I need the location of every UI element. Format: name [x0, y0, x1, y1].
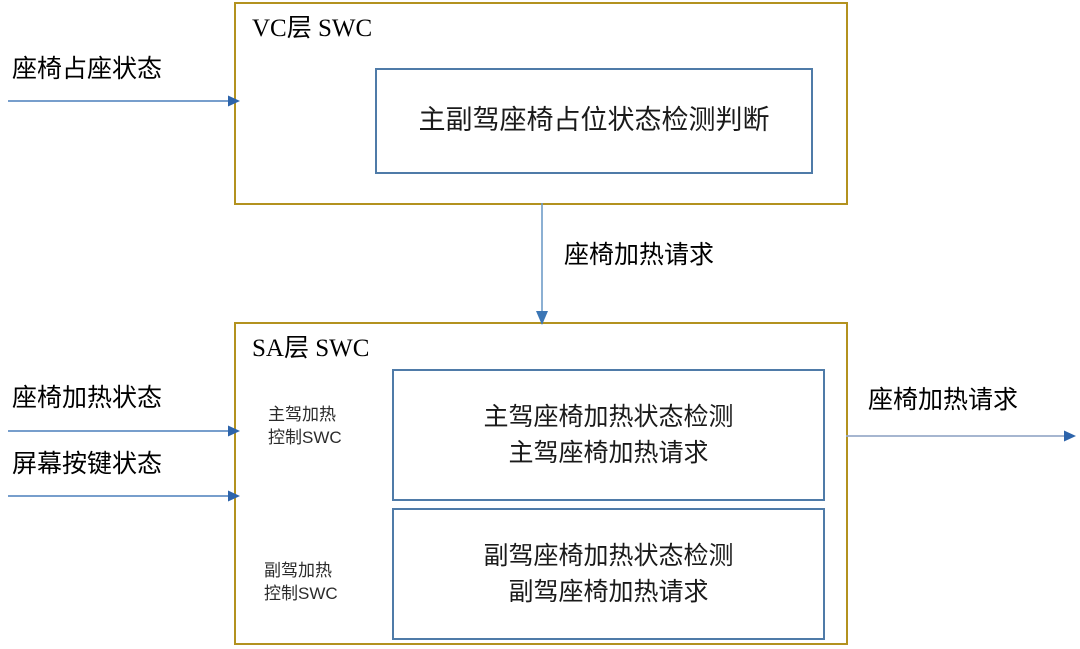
seat-occupancy-state-arrow-icon — [8, 94, 240, 108]
passenger-heat-control-swc-label-line2: 控制SWC — [264, 583, 338, 603]
seat-heat-state-arrow-icon — [8, 424, 240, 438]
passenger-seat-heat-request-text: 副驾座椅加热请求 — [508, 578, 709, 606]
seat-occupancy-detection-text: 主副驾座椅占位状态检测判断 — [418, 105, 770, 136]
driver-heat-control-swc-label: 主驾加热 控制SWC — [268, 404, 342, 450]
driver-seat-heat-block: 主驾座椅加热状态检测 主驾座椅加热请求 — [392, 369, 825, 501]
seat-occupancy-detection-block: 主副驾座椅占位状态检测判断 — [375, 68, 813, 174]
seat-heat-state-signal-label: 座椅加热状态 — [12, 384, 163, 412]
passenger-seat-heat-state-text: 副驾座椅加热状态检测 — [483, 541, 734, 570]
screen-button-state-signal-label: 屏幕按键状态 — [12, 450, 163, 478]
driver-seat-heat-request-text: 主驾座椅加热请求 — [508, 439, 709, 467]
driver-seat-heat-state-text: 主驾座椅加热状态检测 — [483, 402, 734, 431]
screen-button-state-arrow-icon — [8, 489, 240, 503]
seat-heat-request-output-arrow-icon — [846, 429, 1076, 443]
seat-occupancy-state-signal-label: 座椅占座状态 — [12, 55, 163, 83]
sa-layer-title: SA层 SWC — [252, 335, 370, 362]
driver-heat-control-swc-label-line2: 控制SWC — [268, 427, 342, 447]
passenger-seat-heat-block: 副驾座椅加热状态检测 副驾座椅加热请求 — [392, 508, 825, 640]
seat-heat-request-internal-signal-label: 座椅加热请求 — [564, 241, 715, 269]
vc-layer-title: VC层 SWC — [252, 15, 373, 42]
seat-heat-request-output-signal-label: 座椅加热请求 — [868, 386, 1019, 414]
seat-heat-request-internal-arrow-icon — [534, 203, 550, 325]
passenger-heat-control-swc-label: 副驾加热 控制SWC — [264, 560, 338, 606]
driver-heat-control-swc-label-line1: 主驾加热 — [268, 405, 336, 424]
passenger-heat-control-swc-label-line1: 副驾加热 — [264, 561, 332, 580]
